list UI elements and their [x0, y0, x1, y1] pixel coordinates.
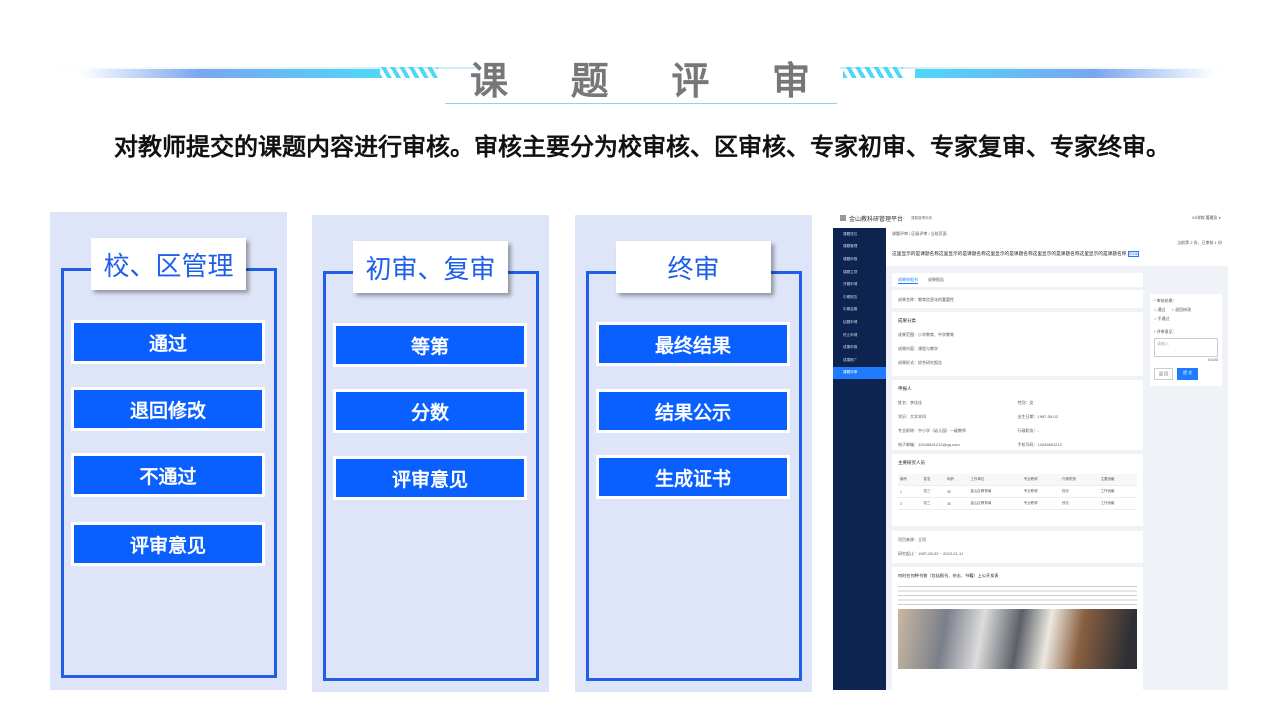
review-form: * 审核结果： ○ 通过 ○ 退回修改 ○ 不通过 * 评审意见： 请输入 0/… [1150, 294, 1222, 386]
field: 成果形式：综合研究报告 [898, 360, 942, 365]
submit-button[interactable]: 提 交 [1177, 368, 1199, 380]
subsystem: 课题管理系统 [911, 215, 933, 220]
final-result-button[interactable]: 最终结果 [596, 322, 790, 366]
tab-application[interactable]: 成果申报书 [898, 276, 918, 284]
sidebar-item[interactable]: 中期报告 [843, 294, 858, 299]
panel-school-district: 校、区管理 通过 退回修改 不通过 评审意见 [50, 212, 287, 690]
pager: 当前第 2 份，已审核 1 份 [1177, 240, 1222, 245]
field: 性别：女 [1017, 400, 1034, 405]
reject-button[interactable]: 不通过 [71, 453, 265, 497]
card-title: 申报人 [898, 386, 912, 391]
panel-header: 校、区管理 [91, 238, 246, 290]
sidebar-item[interactable]: 结题申请 [843, 319, 858, 324]
logo-icon [840, 215, 846, 221]
title-bracket [445, 90, 837, 104]
title-bar-left [80, 69, 380, 78]
comment-input[interactable]: 请输入 [1154, 338, 1218, 357]
title-char: 评 [671, 59, 710, 103]
project-card: 项目来源：立项 研究起止：1987-05-02 ~ 2023-01-11 [892, 531, 1143, 563]
form-label: * 审核结果： [1154, 298, 1177, 303]
app-header: 金山教科研管理平台 课题管理系统 XX学校 管理员 ∨ [833, 208, 1228, 228]
char-count: 0/100 [1207, 357, 1218, 362]
title-line-left [40, 67, 480, 69]
paragraph-text [898, 584, 1137, 606]
title-bar-right [915, 69, 1215, 78]
applicant-card: 申报人 姓名：李佳佳 性别：女 学历：大学本科 出生日期：1987-05-02 专业… [892, 380, 1143, 450]
score-button[interactable]: 分数 [333, 389, 527, 433]
card-title: 主要研究人员 [898, 460, 925, 465]
field: 专业职称：中小学（幼儿园）一级教师 [898, 428, 966, 433]
status-tag: 待评审 [1127, 251, 1139, 257]
sidebar-item[interactable]: 课题申报 [843, 256, 858, 261]
sidebar-item[interactable]: 课题立项 [843, 269, 858, 274]
building-image [898, 609, 1137, 669]
sidebar-item[interactable]: 课题管理 [843, 244, 858, 249]
radio-reject[interactable]: ○ 不通过 [1154, 316, 1170, 321]
intro-text: 对教师提交的课题内容进行审核。审核主要分为校审核、区审核、专家初审、专家复审、专… [114, 134, 1170, 161]
form-label: * 评审意见： [1154, 329, 1177, 334]
result-name: 成果名称：教育信息化的重要性 [892, 290, 1143, 308]
grade-button[interactable]: 等第 [333, 323, 527, 367]
slide-title: 课 题 评 审 [470, 50, 810, 105]
sidebar-item[interactable]: 成果推广 [843, 357, 858, 362]
pass-button[interactable]: 通过 [71, 320, 265, 364]
topic-header: 课题评审 / 区级评审 / 当前页面 当前第 2 份，已审核 1 份 这里显示的… [886, 228, 1228, 266]
card-title: 成果分类 [898, 318, 916, 323]
sidebar-item[interactable]: 开题申请 [843, 282, 858, 287]
radio-pass[interactable]: ○ 通过 [1154, 307, 1166, 312]
publish-result-button[interactable]: 结果公示 [596, 389, 790, 433]
field: 电子邮箱：12045691212@qq.com [898, 442, 960, 447]
topic-title: 这里显示的是课题名称这里显示的是课题名称这里显示的是课题名称这里显示的是课题名称… [892, 251, 1127, 256]
title-stripes-right [843, 67, 903, 78]
publish-card: 何时在何种刊物（包括报刊、杂志、书籍）上公开发表 [892, 567, 1143, 690]
sidebar-item[interactable]: 中期监管 [843, 307, 858, 312]
field: 学历：大学本科 [898, 414, 926, 419]
field: 手机号码：12045691212 [1017, 442, 1062, 447]
user-menu[interactable]: XX学校 管理员 ∨ [1192, 216, 1221, 220]
field: 成果范围：小学教育、中学教育 [898, 332, 954, 337]
sidebar-item-active[interactable]: 课题评审 [833, 366, 886, 380]
card-title: 何时在何种刊物（包括报刊、杂志、书籍）上公开发表 [898, 573, 999, 578]
field: 出生日期：1987-05-02 [1017, 414, 1058, 419]
return-button[interactable]: 退回修改 [71, 387, 265, 431]
sidebar-item[interactable]: 成果申报 [843, 345, 858, 350]
platform-screenshot: 金山教科研管理平台 课题管理系统 XX学校 管理员 ∨ 课题进位 课题管理 课题… [833, 208, 1228, 690]
sidebar: 课题进位 课题管理 课题申报 课题立项 开题申请 中期报告 中期监管 结题申请 … [833, 228, 886, 690]
category-card: 成果分类 成果范围：小学教育、中学教育 成果内容：课程与教学 成果形式：综合研究… [892, 312, 1143, 376]
panel-header: 终审 [616, 241, 771, 293]
review-comment-button[interactable]: 评审意见 [71, 522, 265, 566]
field: 姓名：李佳佳 [898, 400, 922, 405]
panel-header: 初审、复审 [353, 241, 508, 293]
title-char: 课 [470, 59, 509, 103]
generate-certificate-button[interactable]: 生成证书 [596, 455, 790, 499]
breadcrumb: 课题评审 / 区级评审 / 当前页面 [892, 231, 947, 236]
title-char: 题 [570, 59, 609, 103]
field: 成果内容：课程与教学 [898, 346, 938, 351]
app-title: 金山教科研管理平台 [849, 216, 904, 223]
title-char: 审 [771, 59, 810, 103]
tab-report[interactable]: 成果报告 [928, 277, 944, 282]
sidebar-item[interactable]: 终止申请 [843, 332, 858, 337]
field: 研究起止：1987-05-02 ~ 2023-01-11 [898, 551, 964, 556]
sidebar-item[interactable]: 课题进位 [843, 231, 858, 236]
radio-return[interactable]: ○ 退回修改 [1171, 307, 1192, 312]
back-button[interactable]: 返 回 [1154, 368, 1174, 380]
review-comment-button[interactable]: 评审意见 [333, 456, 527, 500]
panel-first-second-review: 初审、复审 等第 分数 评审意见 [312, 215, 549, 692]
title-stripes-left [378, 67, 438, 78]
main-content: 课题评审 / 区级评审 / 当前页面 当前第 2 份，已审核 1 份 这里显示的… [886, 228, 1228, 690]
tabs: 成果申报书 成果报告 [892, 273, 1143, 287]
field: 项目来源：立项 [898, 537, 926, 542]
field: 行政职务：- [1017, 428, 1039, 433]
panel-final-review: 终审 最终结果 结果公示 生成证书 [575, 215, 812, 692]
